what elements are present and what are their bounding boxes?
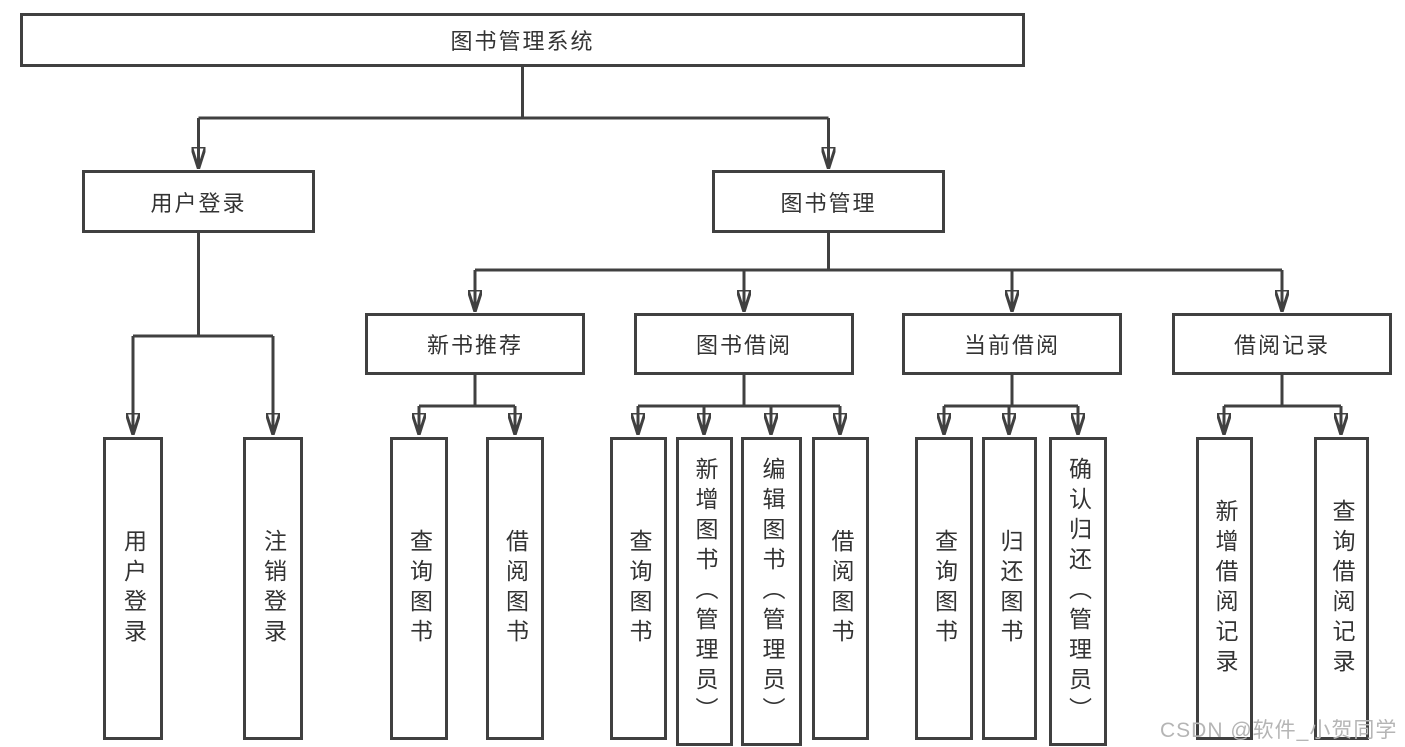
node-label: 新增图书（管理员） (692, 456, 718, 727)
node-label: 查询图书 (406, 528, 433, 649)
node-label: 查询图书 (931, 528, 958, 649)
node-label: 注销登录 (260, 528, 287, 649)
leaf-query-books-recommend: 查询图书 (390, 437, 448, 740)
node-label: 借阅图书 (828, 528, 854, 649)
node-current-borrowing: 当前借阅 (902, 313, 1122, 375)
node-book-borrowing: 图书借阅 (634, 313, 854, 375)
connector-user-login-to-leaves (133, 233, 273, 434)
leaf-return-books: 归还图书 (982, 437, 1037, 740)
leaf-logout: 注销登录 (243, 437, 303, 740)
node-book-management: 图书管理 (712, 170, 945, 233)
node-borrowing-records: 借阅记录 (1172, 313, 1392, 375)
node-label: 编辑图书（管理员） (759, 456, 785, 727)
connector-new-book-recommend-to-leaves (419, 375, 515, 434)
node-label: 用户登录 (120, 528, 147, 649)
node-label: 归还图书 (997, 528, 1023, 649)
leaf-borrow-books-recommend: 借阅图书 (486, 437, 544, 740)
node-label: 图书借阅 (695, 333, 792, 358)
node-label: 当前借阅 (963, 333, 1060, 358)
node-label: 确认归还（管理员） (1065, 456, 1092, 727)
node-label: 图书管理 (780, 190, 877, 216)
leaf-borrow-books-borrowing: 借阅图书 (812, 437, 869, 740)
node-library-management-system: 图书管理系统 (20, 13, 1025, 67)
node-label: 用户登录 (150, 190, 247, 216)
node-new-book-recommend: 新书推荐 (365, 313, 585, 375)
leaf-edit-book-admin: 编辑图书（管理员） (741, 437, 802, 746)
node-label: 新书推荐 (426, 333, 523, 358)
connector-book-management-to-level3 (475, 233, 1282, 311)
node-label: 查询图书 (626, 528, 652, 649)
leaf-add-borrow-record: 新增借阅记录 (1196, 437, 1253, 740)
node-user-login: 用户登录 (82, 170, 315, 233)
leaf-query-books-borrowing: 查询图书 (610, 437, 667, 740)
leaf-query-borrow-record: 查询借阅记录 (1314, 437, 1369, 740)
connector-borrowing-records-to-leaves (1224, 375, 1341, 434)
connector-book-borrowing-to-leaves (638, 375, 840, 434)
node-label: 借阅记录 (1233, 333, 1330, 358)
node-label: 借阅图书 (502, 528, 529, 649)
connector-current-borrowing-to-leaves (944, 375, 1078, 434)
leaf-add-book-admin: 新增图书（管理员） (676, 437, 733, 746)
node-label: 查询借阅记录 (1329, 498, 1355, 679)
leaf-user-login: 用户登录 (103, 437, 163, 740)
csdn-watermark: CSDN @软件_小贺同学 (1160, 719, 1398, 742)
node-label: 图书管理系统 (450, 29, 595, 54)
connector-root-to-level2 (199, 67, 829, 168)
leaf-query-books-current: 查询图书 (915, 437, 973, 740)
leaf-confirm-return-admin: 确认归还（管理员） (1049, 437, 1107, 746)
node-label: 新增借阅记录 (1212, 498, 1238, 679)
